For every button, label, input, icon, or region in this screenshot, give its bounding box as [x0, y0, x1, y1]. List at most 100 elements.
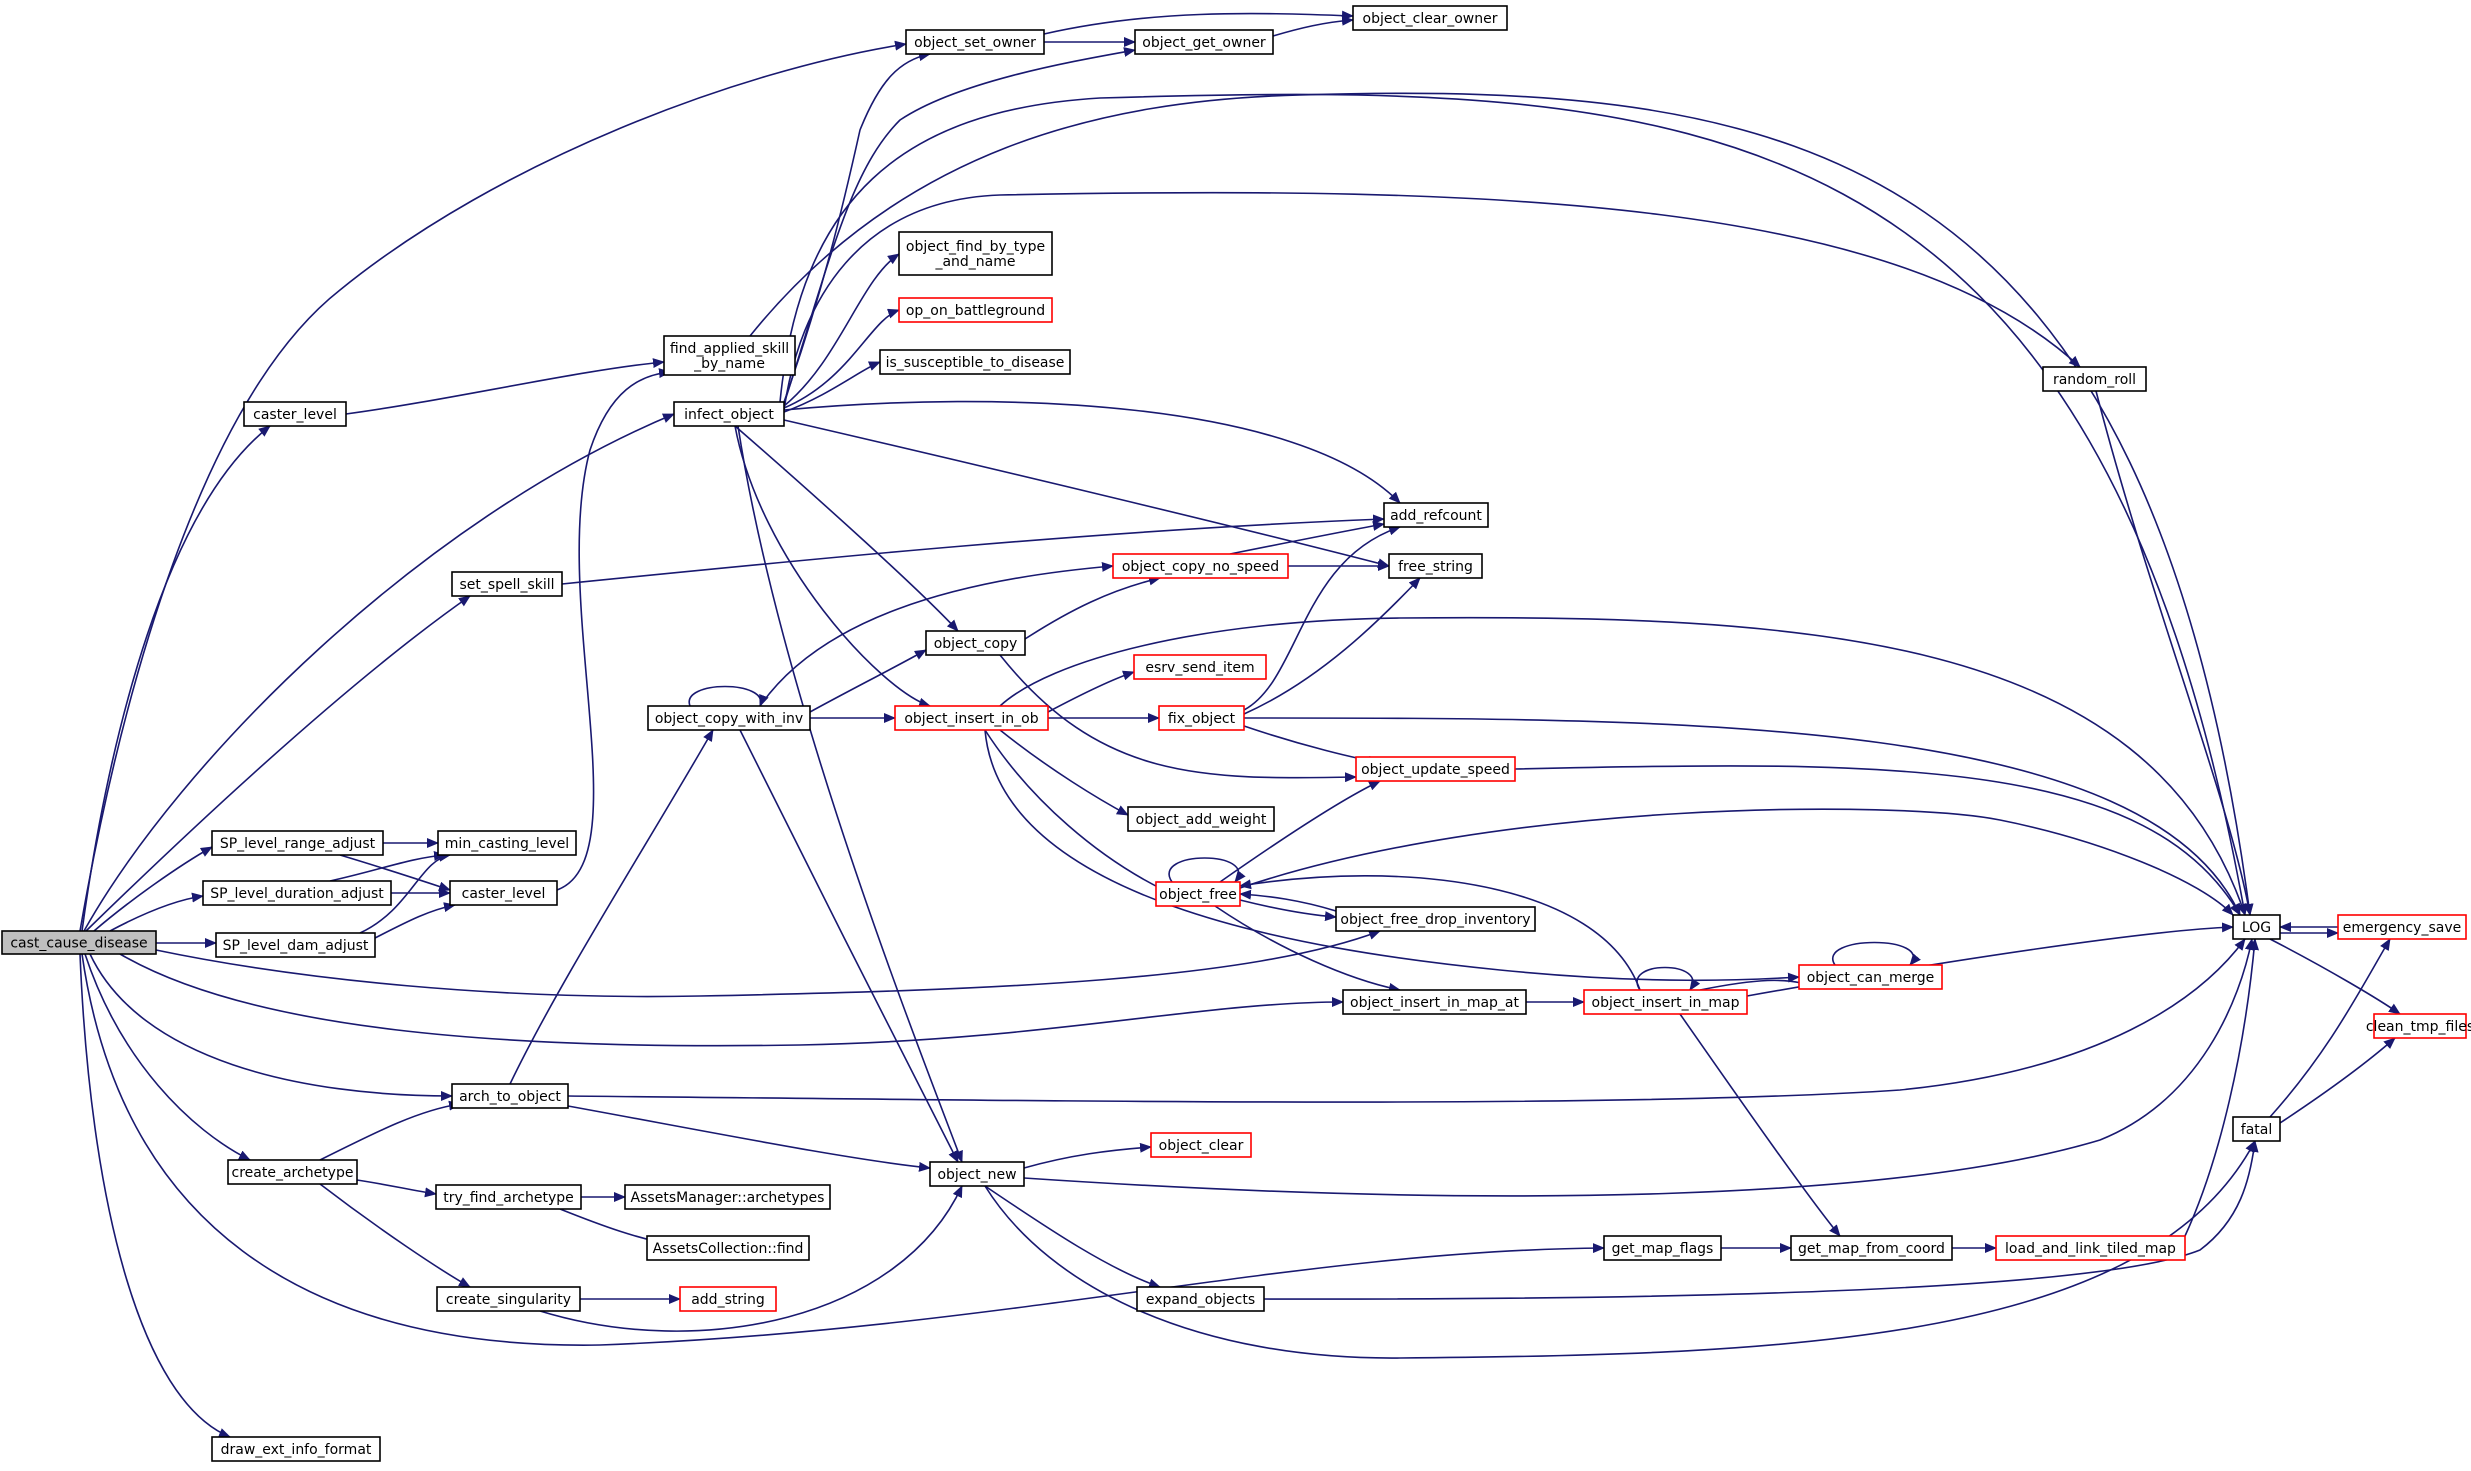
node-create_archetype[interactable]: create_archetype	[227, 1159, 358, 1185]
node-emergency_save[interactable]: emergency_save	[2337, 914, 2467, 940]
node-find_applied_skill_by_name[interactable]: find_applied_skill_by_name	[663, 335, 796, 376]
edge-set_spell_skill-to-add_refcount	[561, 514, 1385, 585]
node-esrv_send_item[interactable]: esrv_send_item	[1133, 654, 1267, 680]
edge-object_free-to-object_free	[1168, 857, 1246, 883]
edge-infect_object-to-random_roll	[783, 191, 2081, 411]
node-object_find_by_type_and_name[interactable]: object_find_by_type_and_name	[898, 231, 1053, 276]
node-infect_object[interactable]: infect_object	[673, 401, 785, 427]
edge-create_archetype-to-arch_to_object	[319, 1100, 461, 1161]
node-random_roll[interactable]: random_roll	[2042, 366, 2147, 392]
node-box	[905, 29, 1045, 55]
node-arch_to_object[interactable]: arch_to_object	[451, 1083, 569, 1109]
node-box	[227, 1159, 358, 1185]
node-label: min_casting_level	[445, 836, 569, 852]
node-load_and_link_tiled_map[interactable]: load_and_link_tiled_map	[1995, 1235, 2186, 1261]
node-expand_objects[interactable]: expand_objects	[1136, 1286, 1265, 1312]
node-fatal[interactable]: fatal	[2232, 1116, 2281, 1142]
node-box	[894, 705, 1049, 731]
node-get_map_from_coord[interactable]: get_map_from_coord	[1790, 1235, 1953, 1261]
node-AssetsCollection_find[interactable]: AssetsCollection::find	[646, 1235, 810, 1261]
node-object_new[interactable]: object_new	[929, 1161, 1025, 1187]
edge-caster_level_top-to-find_applied_skill_by_name	[345, 358, 665, 415]
edge-object_free-to-LOG	[1239, 808, 2234, 916]
node-box	[1112, 553, 1289, 579]
node-box	[1383, 502, 1489, 528]
node-object_insert_in_map[interactable]: object_insert_in_map	[1583, 989, 1748, 1015]
edge-object_copy-to-object_update_speed	[999, 654, 1357, 783]
node-box	[624, 1184, 831, 1210]
node-object_get_owner[interactable]: object_get_owner	[1134, 29, 1274, 55]
node-fix_object[interactable]: fix_object	[1158, 705, 1245, 731]
node-is_susceptible_to_disease[interactable]: is_susceptible_to_disease	[879, 349, 1071, 375]
node-cast_cause_disease[interactable]: cast_cause_disease	[1, 930, 157, 955]
node-set_spell_skill[interactable]: set_spell_skill	[451, 571, 563, 597]
node-object_free[interactable]: object_free	[1155, 881, 1241, 907]
node-object_can_merge[interactable]: object_can_merge	[1798, 964, 1943, 990]
node-object_copy_no_speed[interactable]: object_copy_no_speed	[1112, 553, 1289, 579]
edge-random_roll-to-LOG	[2095, 390, 2254, 916]
node-box	[1352, 5, 1508, 31]
node-label: infect_object	[684, 407, 774, 423]
node-object_clear_owner[interactable]: object_clear_owner	[1352, 5, 1508, 31]
edge-load_and_link_tiled_map-to-LOG	[2184, 938, 2259, 1237]
node-box	[1342, 989, 1527, 1015]
node-add_refcount[interactable]: add_refcount	[1383, 502, 1489, 528]
node-SP_level_duration_adjust[interactable]: SP_level_duration_adjust	[202, 880, 392, 906]
node-SP_level_range_adjust[interactable]: SP_level_range_adjust	[211, 830, 384, 856]
node-label: caster_level	[462, 886, 546, 902]
node-clean_tmp_files[interactable]: clean_tmp_files	[2366, 1013, 2471, 1039]
node-op_on_battleground[interactable]: op_on_battleground	[898, 297, 1053, 323]
node-label: object_find_by_type	[906, 239, 1045, 255]
node-object_copy[interactable]: object_copy	[925, 630, 1026, 656]
node-object_clear[interactable]: object_clear	[1150, 1132, 1252, 1158]
node-object_insert_in_map_at[interactable]: object_insert_in_map_at	[1342, 989, 1527, 1015]
node-object_set_owner[interactable]: object_set_owner	[905, 29, 1045, 55]
node-label: LOG	[2242, 920, 2271, 936]
node-create_singularity[interactable]: create_singularity	[436, 1286, 581, 1312]
node-AssetsManager_archetypes[interactable]: AssetsManager::archetypes	[624, 1184, 831, 1210]
edge-object_insert_in_map-to-get_map_from_coord	[1679, 1013, 1841, 1237]
node-object_insert_in_ob[interactable]: object_insert_in_ob	[894, 705, 1049, 731]
node-box	[202, 880, 392, 906]
node-add_string[interactable]: add_string	[679, 1286, 777, 1312]
node-label: draw_ext_info_format	[221, 1442, 372, 1458]
node-label: object_new	[937, 1167, 1016, 1183]
node-caster_level_mid[interactable]: caster_level	[449, 880, 558, 906]
node-caster_level_top[interactable]: caster_level	[243, 401, 347, 427]
edge-cast_cause_disease-to-object_insert_in_map_at	[119, 953, 1344, 1047]
node-object_update_speed[interactable]: object_update_speed	[1355, 756, 1516, 782]
node-box	[1798, 964, 1943, 990]
edge-object_insert_in_ob-to-esrv_send_item	[1047, 670, 1135, 713]
edge-infect_object-to-object_insert_in_ob	[734, 425, 931, 708]
edge-object_insert_in_ob-to-object_can_merge	[984, 729, 1800, 983]
node-try_find_archetype[interactable]: try_find_archetype	[435, 1184, 582, 1210]
node-box	[1388, 553, 1483, 579]
edge-infect_object-to-object_copy	[734, 425, 959, 632]
node-SP_level_dam_adjust[interactable]: SP_level_dam_adjust	[215, 932, 376, 958]
node-label: esrv_send_item	[1145, 660, 1254, 676]
node-label: create_singularity	[446, 1292, 571, 1308]
edge-infect_object-to-object_get_owner	[783, 47, 1136, 405]
node-LOG[interactable]: LOG	[2232, 914, 2281, 940]
node-min_casting_level[interactable]: min_casting_level	[437, 830, 577, 856]
call-edges	[79, 10, 2401, 1438]
node-label: caster_level	[253, 407, 337, 423]
node-get_map_flags[interactable]: get_map_flags	[1603, 1235, 1722, 1261]
edge-create_archetype-to-create_singularity	[319, 1183, 471, 1288]
node-box	[647, 705, 811, 731]
node-label: clean_tmp_files	[2366, 1019, 2471, 1035]
edge-object_free_drop_inventory-to-object_free	[1239, 889, 1337, 912]
node-object_copy_with_inv[interactable]: object_copy_with_inv	[647, 705, 811, 731]
node-box	[1355, 756, 1516, 782]
edge-fatal-to-clean_tmp_files	[2279, 1037, 2396, 1124]
node-free_string[interactable]: free_string	[1388, 553, 1483, 579]
edge-arch_to_object-to-object_new	[567, 1105, 931, 1172]
node-label: add_refcount	[1390, 508, 1482, 524]
edge-object_copy_with_inv-to-object_copy_no_speed	[759, 561, 1114, 707]
node-box	[449, 880, 558, 906]
node-object_free_drop_inventory[interactable]: object_free_drop_inventory	[1335, 906, 1536, 932]
edge-find_applied_skill_by_name-to-LOG	[749, 92, 2254, 916]
node-object_add_weight[interactable]: object_add_weight	[1127, 806, 1275, 832]
edge-expand_objects-to-fatal	[1263, 1140, 2259, 1300]
node-draw_ext_info_format[interactable]: draw_ext_info_format	[211, 1436, 381, 1462]
